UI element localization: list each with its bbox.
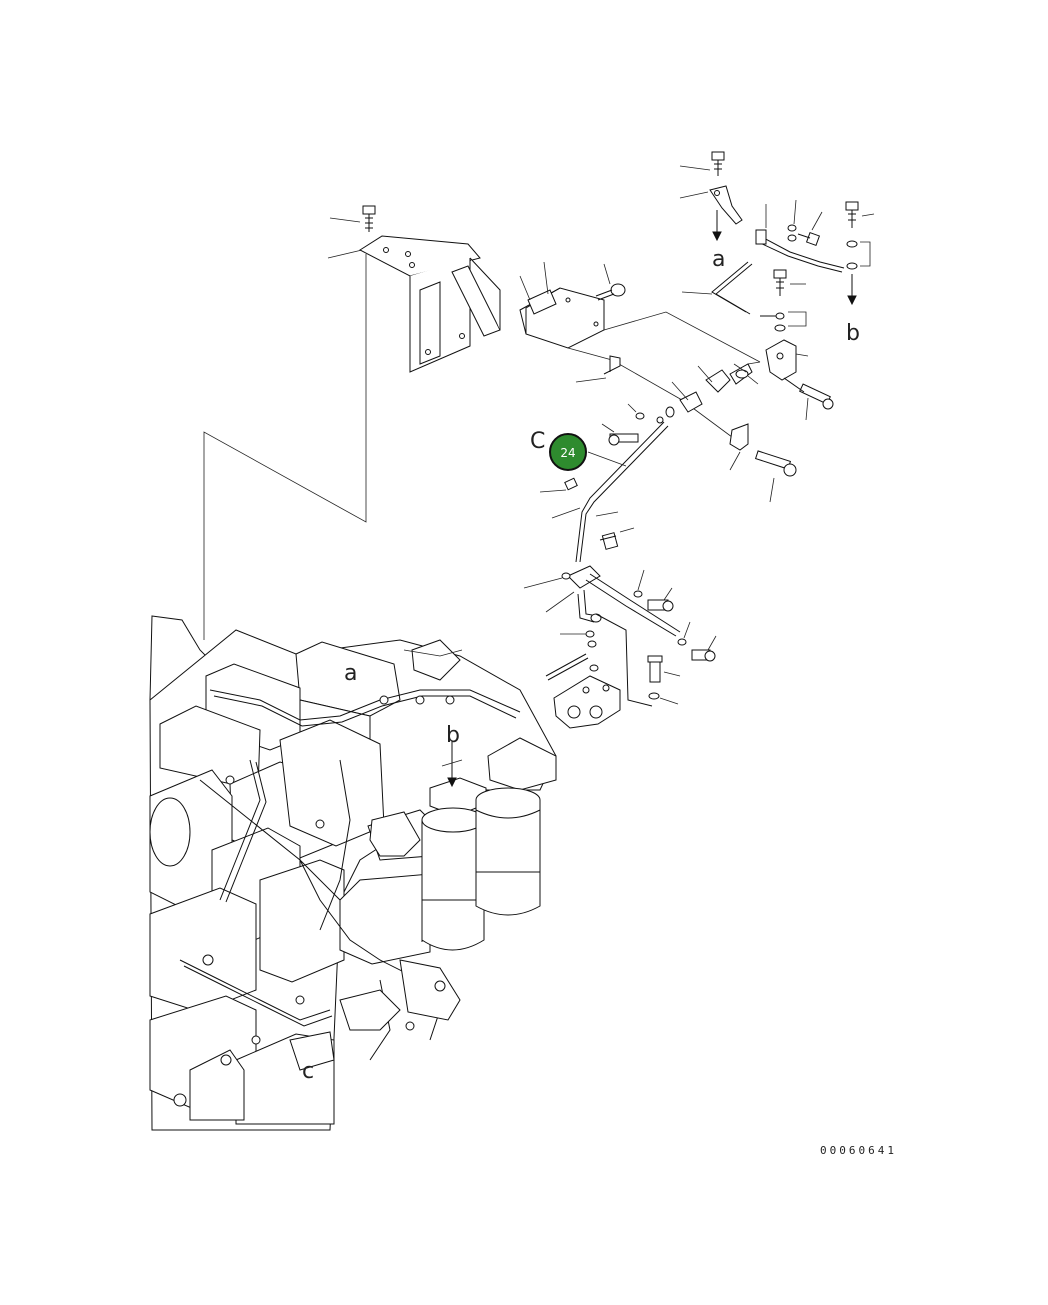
mounting-bracket xyxy=(203,205,501,640)
engine-label-b: b xyxy=(446,723,460,748)
callout-24[interactable]: 24 C xyxy=(530,421,669,563)
drawing-number: 00060641 xyxy=(820,1144,897,1157)
engine-label-c: c xyxy=(302,1059,314,1084)
valve-fittings xyxy=(575,355,797,503)
view-label-b: b xyxy=(846,321,860,346)
callout-number[interactable]: 24 xyxy=(560,446,575,460)
lower-fittings xyxy=(523,527,717,729)
middle-bracket xyxy=(519,261,761,441)
view-label-a: a xyxy=(712,247,725,272)
view-labels: a b a b c xyxy=(302,247,860,1084)
engine-label-a: a xyxy=(344,661,357,686)
view-label-c: C xyxy=(530,429,545,454)
engine-assembly xyxy=(149,615,557,1131)
upper-tube-assembly xyxy=(679,151,875,421)
callout-badge[interactable] xyxy=(549,433,587,471)
